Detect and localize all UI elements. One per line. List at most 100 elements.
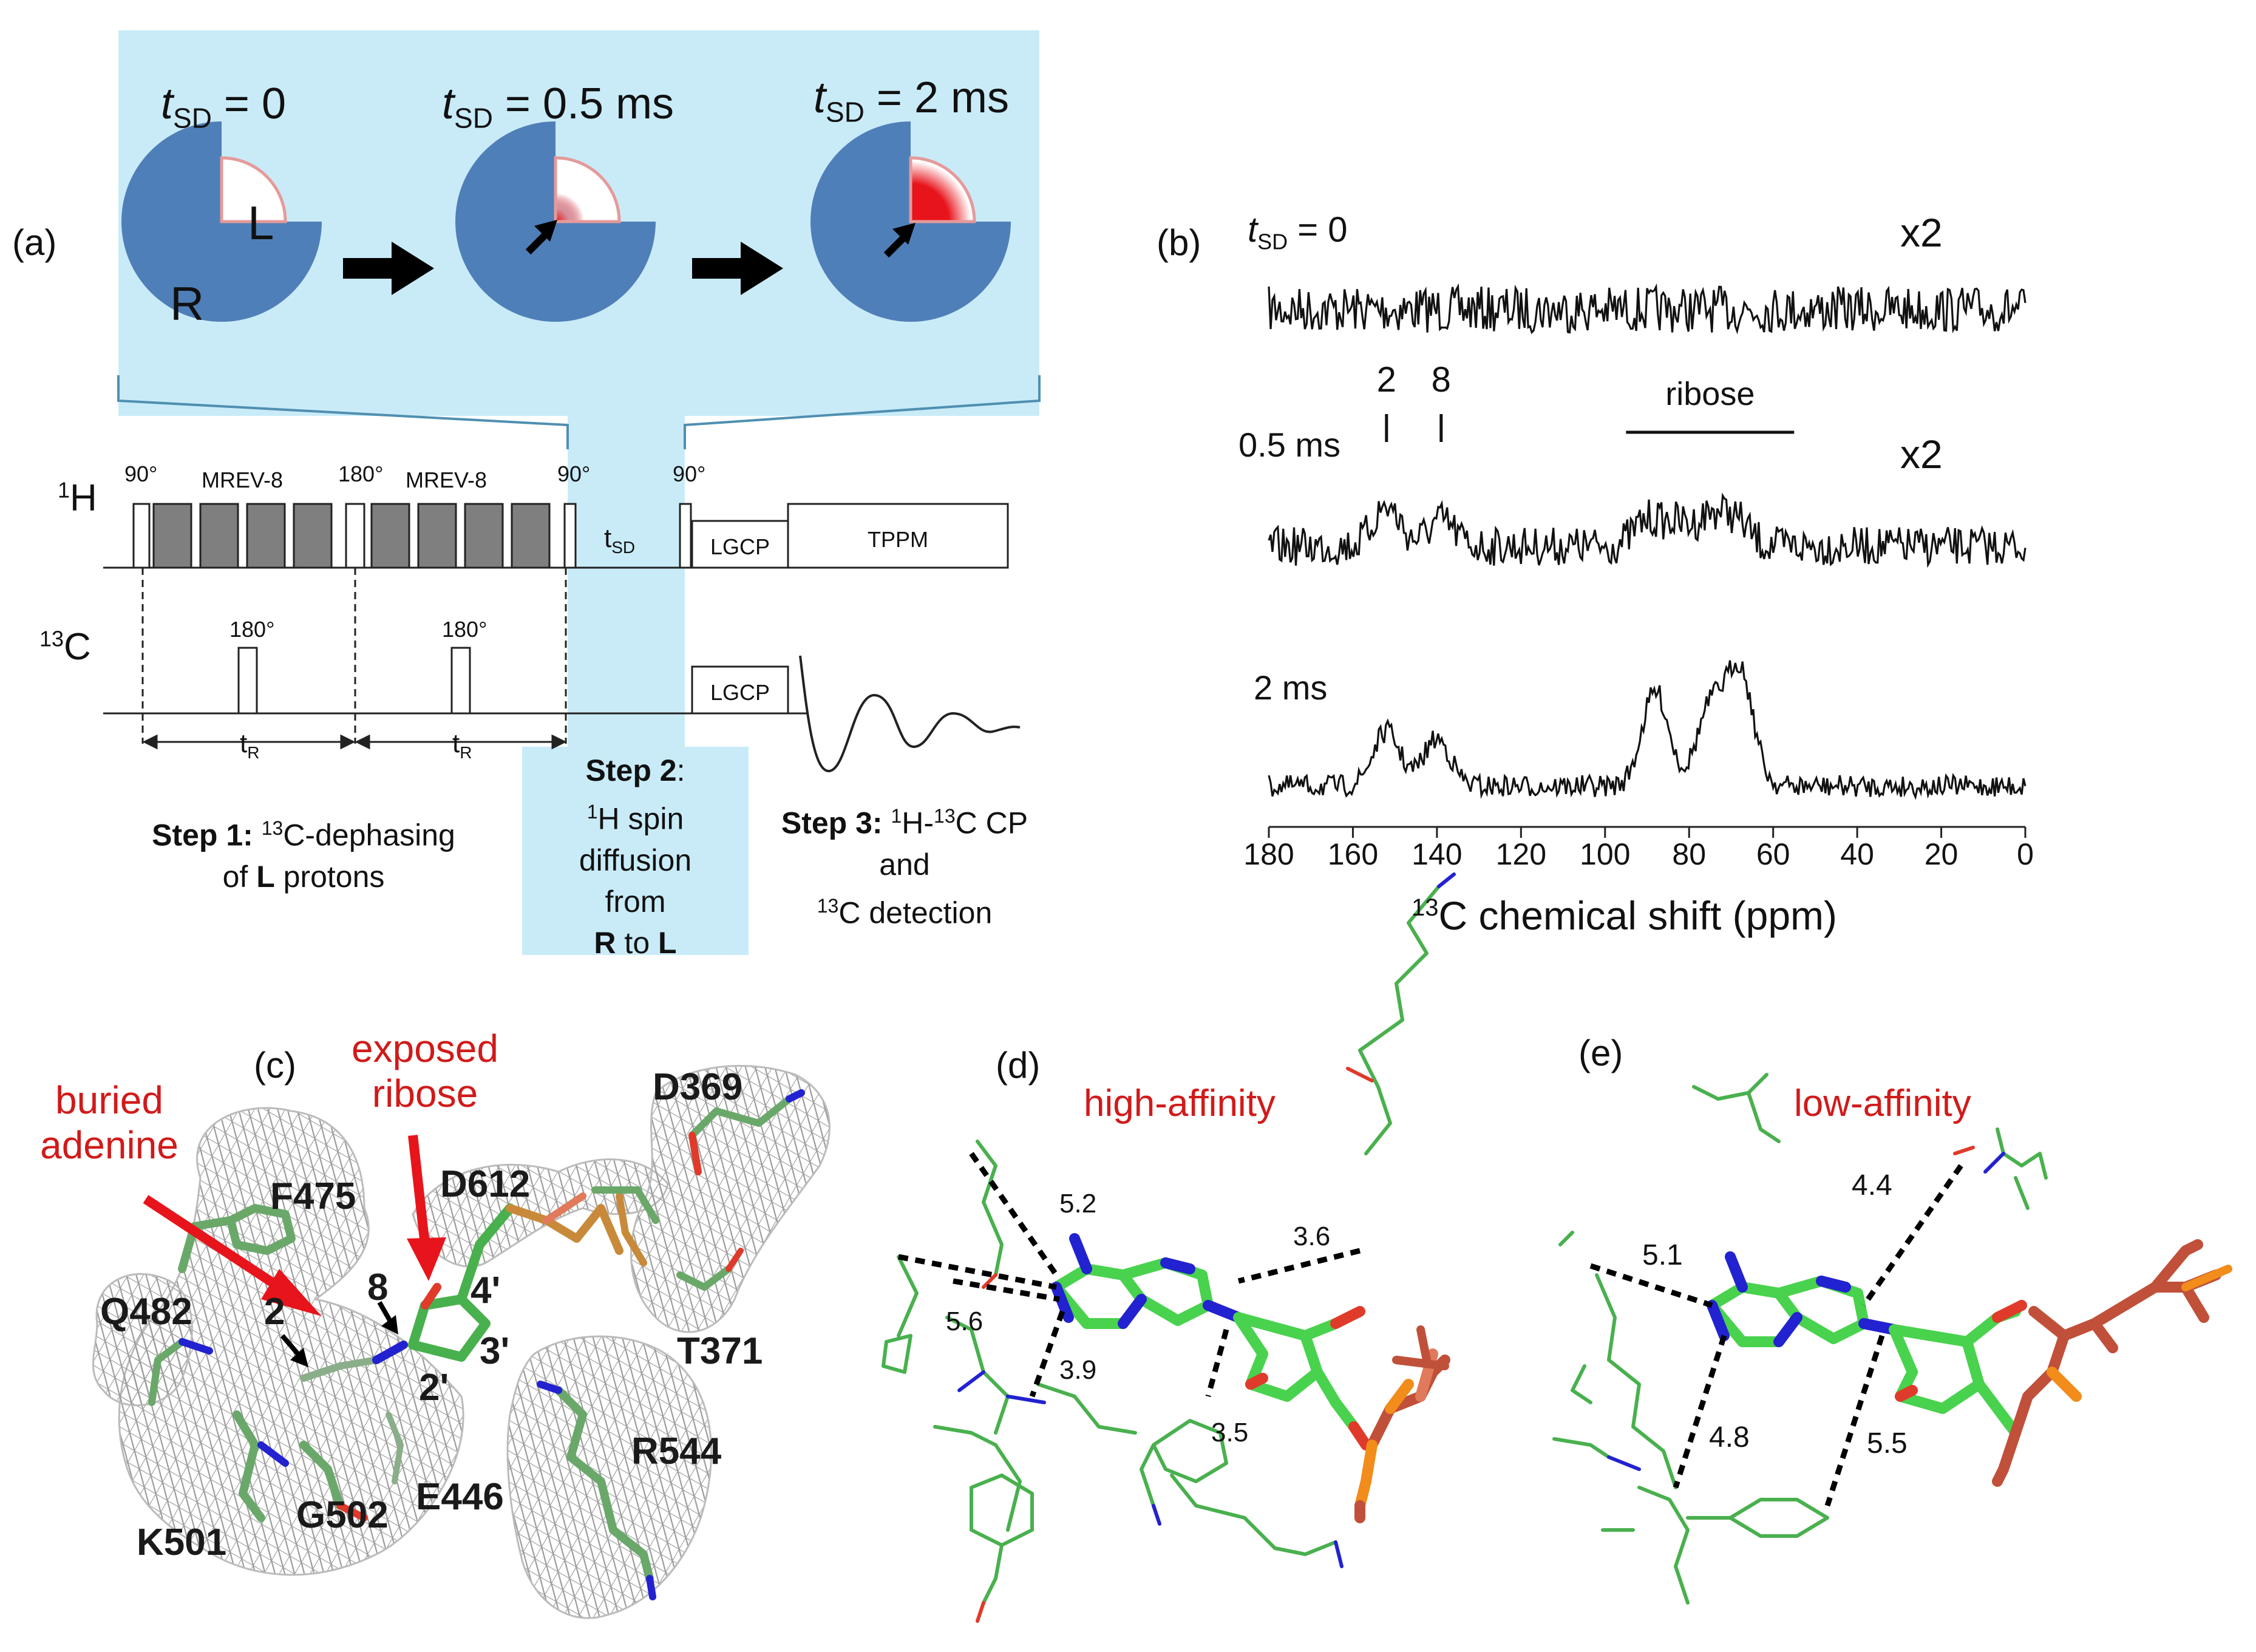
step-1-text: Step 1: 13C-dephasing of L protons <box>152 817 455 894</box>
residue-q482: Q482 <box>100 1291 192 1333</box>
residue-g502: G502 <box>296 1494 389 1536</box>
spectrum-trace-1 <box>1268 283 2027 335</box>
pulse-90-c: 90° <box>673 461 706 486</box>
dist-5-5: 5.5 <box>1867 1427 1908 1460</box>
x-tick-label: 160 <box>1327 837 1379 871</box>
arrow-1 <box>343 242 434 295</box>
tppm-label: TPPM <box>867 527 928 552</box>
channel-h-label: 1H <box>58 477 97 519</box>
mrev-label-b: MREV-8 <box>406 467 488 492</box>
x-tick-label: 40 <box>1840 837 1874 871</box>
dist-5-6: 5.6 <box>946 1307 984 1336</box>
peak-2-label: 2 <box>1376 360 1396 399</box>
panel-tag-a: (a) <box>12 222 57 263</box>
pulse-seq-h <box>103 503 1009 569</box>
panel-tag-b: (b) <box>1157 222 1201 263</box>
peak-8-label: 8 <box>1431 360 1451 399</box>
panel-e-title: low-affinity <box>1794 1083 1971 1124</box>
trace-scale-1: x2 <box>1900 210 1943 255</box>
ribose-label: ribose <box>1665 376 1755 412</box>
arrow-2 <box>692 242 783 295</box>
tsd-label-3: tSD = 2 ms <box>814 73 1009 128</box>
panel-d-sticks <box>882 872 1456 1623</box>
x-tick-label: 0 <box>2017 837 2034 871</box>
pulse-90-a: 90° <box>124 461 158 486</box>
residue-d612: D612 <box>440 1163 531 1205</box>
tr-marks <box>141 568 567 750</box>
tsd-delay-label: tSD <box>604 523 636 557</box>
dist-5-2: 5.2 <box>1059 1189 1097 1219</box>
bracket-left <box>117 375 569 449</box>
panel-e-contacts <box>1589 1164 1963 1507</box>
atom-arrows <box>280 1301 398 1367</box>
pulse-seq-c <box>103 647 1021 773</box>
tr-label-a: tR <box>240 729 260 762</box>
x-tick-label: 180 <box>1243 837 1294 871</box>
residue-f475: F475 <box>270 1175 356 1217</box>
panel-e-sticks <box>1552 1073 2232 1605</box>
panel-tag-d: (d) <box>996 1045 1041 1086</box>
tr-label-b: tR <box>452 729 472 762</box>
atom-3prime-label: 3' <box>480 1330 510 1372</box>
atom-2prime-label: 2' <box>419 1367 449 1409</box>
spectrum-trace-2 <box>1268 492 2027 568</box>
panel-d-title: high-affinity <box>1084 1083 1276 1124</box>
pulse-90-b: 90° <box>557 461 591 486</box>
residue-e446: E446 <box>416 1476 504 1518</box>
residue-r544: R544 <box>631 1430 722 1472</box>
x-tick-label: 60 <box>1756 837 1790 871</box>
pie-state-1 <box>121 121 322 322</box>
dist-3-6: 3.6 <box>1293 1222 1331 1251</box>
x-tick-label: 80 <box>1672 837 1707 871</box>
panel-c-sticks <box>148 1089 805 1600</box>
trace-scale-2: x2 <box>1900 432 1943 477</box>
receptor-label: R <box>170 277 205 330</box>
pie-state-3 <box>810 121 1011 322</box>
dist-3-9: 3.9 <box>1059 1355 1097 1385</box>
residue-d369: D369 <box>653 1066 743 1108</box>
pie-state-2 <box>455 121 656 322</box>
atom-2-label: 2 <box>264 1291 285 1333</box>
dist-4-8: 4.8 <box>1709 1421 1750 1453</box>
x-ticks <box>1268 827 2027 838</box>
mesh-surface <box>92 1065 831 1619</box>
dist-3-5: 3.5 <box>1211 1418 1249 1447</box>
mrev-label-a: MREV-8 <box>202 467 284 492</box>
pulse-180-h: 180° <box>338 461 384 486</box>
x-tick-label: 140 <box>1412 837 1463 871</box>
ligand-label: L <box>248 196 274 250</box>
pulse-180-c-a: 180° <box>229 617 275 642</box>
dist-4-4: 4.4 <box>1852 1169 1892 1202</box>
x-tick-label: 20 <box>1924 837 1959 871</box>
x-axis-label: 13C chemical shift (ppm) <box>1412 893 1837 938</box>
trace-label-3: 2 ms <box>1254 668 1328 707</box>
tsd-label-2: tSD = 0.5 ms <box>442 80 674 134</box>
panel-tag-c: (c) <box>254 1045 296 1086</box>
spectrum-chart <box>1268 283 2027 838</box>
atom-4prime-label: 4' <box>471 1270 501 1311</box>
trace-label-2: 0.5 ms <box>1238 426 1341 464</box>
atom-8-label: 8 <box>367 1266 389 1308</box>
x-tick-label: 120 <box>1495 837 1547 871</box>
pulse-180-c-b: 180° <box>442 617 488 642</box>
lgcp-c-label: LGCP <box>710 680 770 705</box>
step-2-text: Step 2: 1H spin diffusion from R to L <box>579 753 692 960</box>
panel-tag-e: (e) <box>1578 1033 1623 1073</box>
trace-label-1: tSD = 0 <box>1248 210 1348 254</box>
red-arrows <box>143 1135 446 1316</box>
panel-d-contacts <box>898 1152 1361 1398</box>
channel-c-label: 13C <box>39 626 91 668</box>
step-3-text: Step 3: 1H-13C CP and 13C detection <box>781 805 1028 930</box>
residue-t371: T371 <box>677 1330 763 1372</box>
spectrum-trace-3 <box>1268 660 2027 800</box>
x-tick-label: 100 <box>1580 837 1631 871</box>
bracket-right <box>684 375 1041 449</box>
lgcp-h-label: LGCP <box>710 534 770 559</box>
dist-5-1: 5.1 <box>1642 1239 1683 1271</box>
residue-k501: K501 <box>137 1521 227 1563</box>
tsd-label-1: tSD = 0 <box>161 80 287 134</box>
